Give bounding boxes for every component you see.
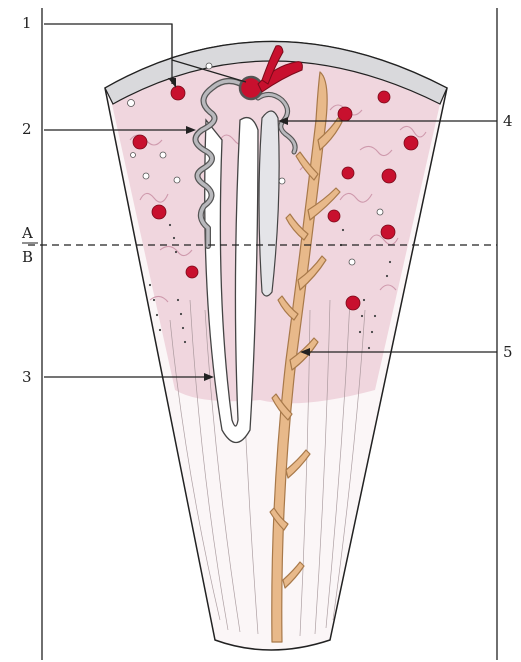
label-1: 1	[22, 14, 32, 32]
glomerulus	[342, 167, 354, 179]
glomerulus	[171, 86, 185, 100]
label-b: B	[22, 248, 33, 266]
glomerulus	[381, 225, 395, 239]
label-5: 5	[503, 343, 513, 361]
glomerulus	[186, 266, 198, 278]
glomerulus	[338, 107, 352, 121]
label-a: A	[21, 224, 33, 242]
label-3: 3	[22, 368, 32, 386]
renal-corpuscle	[240, 77, 262, 99]
glomerulus	[382, 169, 396, 183]
glomerulus	[152, 205, 166, 219]
glomerulus	[404, 136, 418, 150]
glomerulus	[346, 296, 360, 310]
label-2: 2	[22, 120, 32, 138]
glomerulus	[328, 210, 340, 222]
glomerulus	[133, 135, 147, 149]
glomerulus	[378, 91, 390, 103]
label-4: 4	[503, 112, 513, 130]
